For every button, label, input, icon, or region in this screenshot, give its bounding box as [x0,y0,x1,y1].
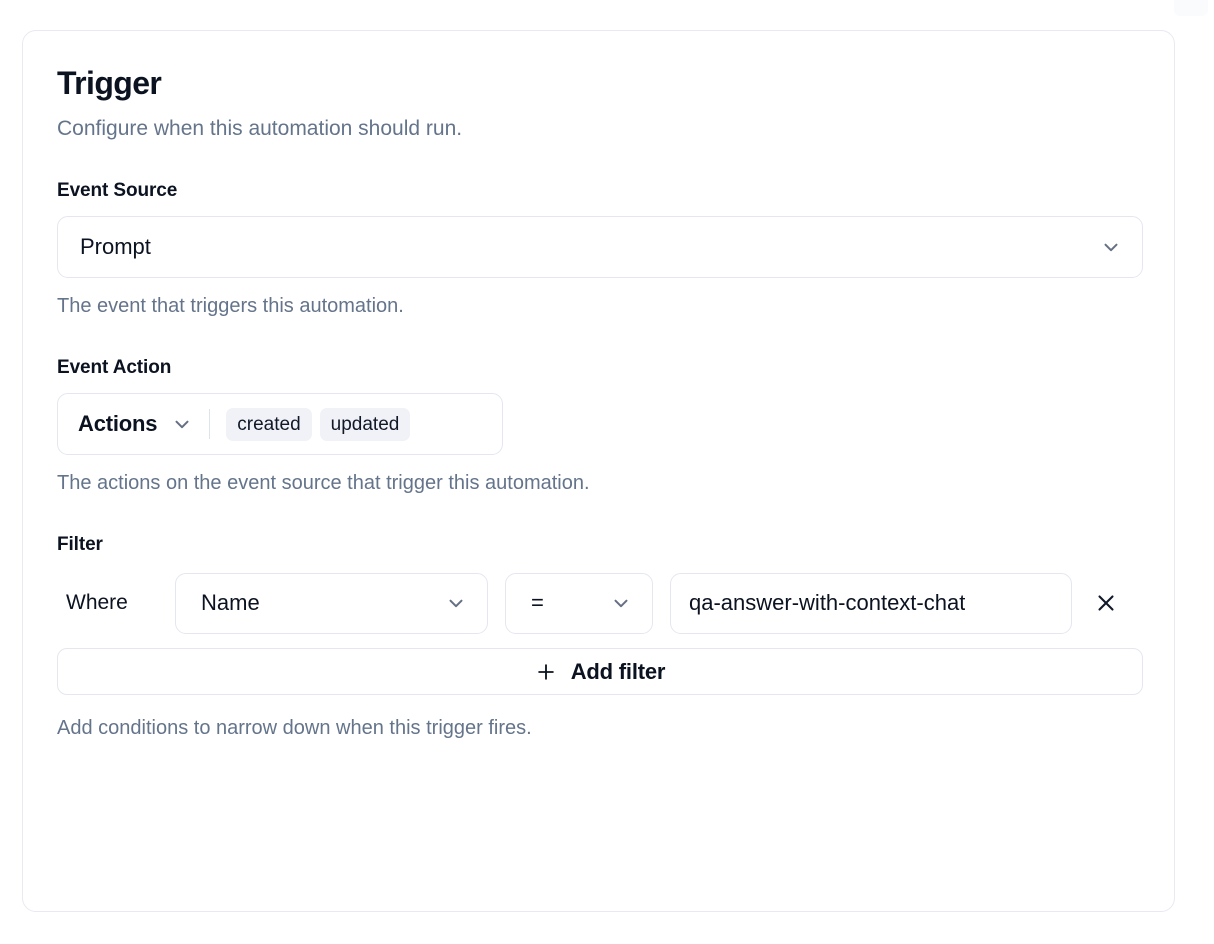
event-action-chips: created updated [226,407,411,441]
chip-updated[interactable]: updated [319,407,411,441]
add-filter-button[interactable]: Add filter [57,648,1143,696]
page-subtitle: Configure when this automation should ru… [57,116,463,140]
event-source-label: Event Source [57,180,178,202]
filter-help: Add conditions to narrow down when this … [57,717,532,740]
page-title: Trigger [57,65,162,101]
event-source-select[interactable]: Prompt [57,216,1143,279]
chevron-down-icon [449,599,463,608]
trigger-card: Trigger Configure when this automation s… [22,30,1175,912]
event-action-label: Event Action [57,357,172,379]
scroll-indicator-artifact [1174,0,1208,16]
remove-filter-button[interactable] [1086,583,1126,623]
divider [209,409,211,440]
event-action-field: Event Action Actions created updated The… [57,357,1140,496]
event-action-trigger-label: Actions [78,411,158,437]
add-filter-label: Add filter [570,658,666,684]
filter-field-value: Name [201,590,260,616]
where-label: Where [66,591,128,615]
filter-value-input[interactable]: qa-answer-with-context-chat [670,572,1072,634]
event-action-trigger[interactable]: Actions [78,411,193,437]
chevron-down-icon [1104,243,1118,252]
event-action-help: The actions on the event source that tri… [57,472,590,495]
event-source-help: The event that triggers this automation. [57,295,404,318]
event-action-multiselect[interactable]: Actions created updated [57,393,503,456]
event-source-field: Event Source Prompt The event that trigg… [57,180,1143,319]
filter-field: Filter Where Name = qa-answer-with-c [57,534,1143,740]
chevron-down-icon [175,420,189,429]
plus-icon [537,663,554,680]
filter-label: Filter [57,534,103,556]
close-icon [1098,595,1114,611]
filter-row: Where Name = qa-answer-with-context-chat [57,572,1140,634]
chevron-down-icon [614,599,628,608]
filter-operator-select[interactable]: = [505,572,653,634]
filter-value-text: qa-answer-with-context-chat [689,590,966,616]
chip-created[interactable]: created [226,407,312,441]
filter-field-select[interactable]: Name [175,572,488,634]
filter-operator-value: = [531,590,544,616]
event-source-value: Prompt [80,234,151,260]
